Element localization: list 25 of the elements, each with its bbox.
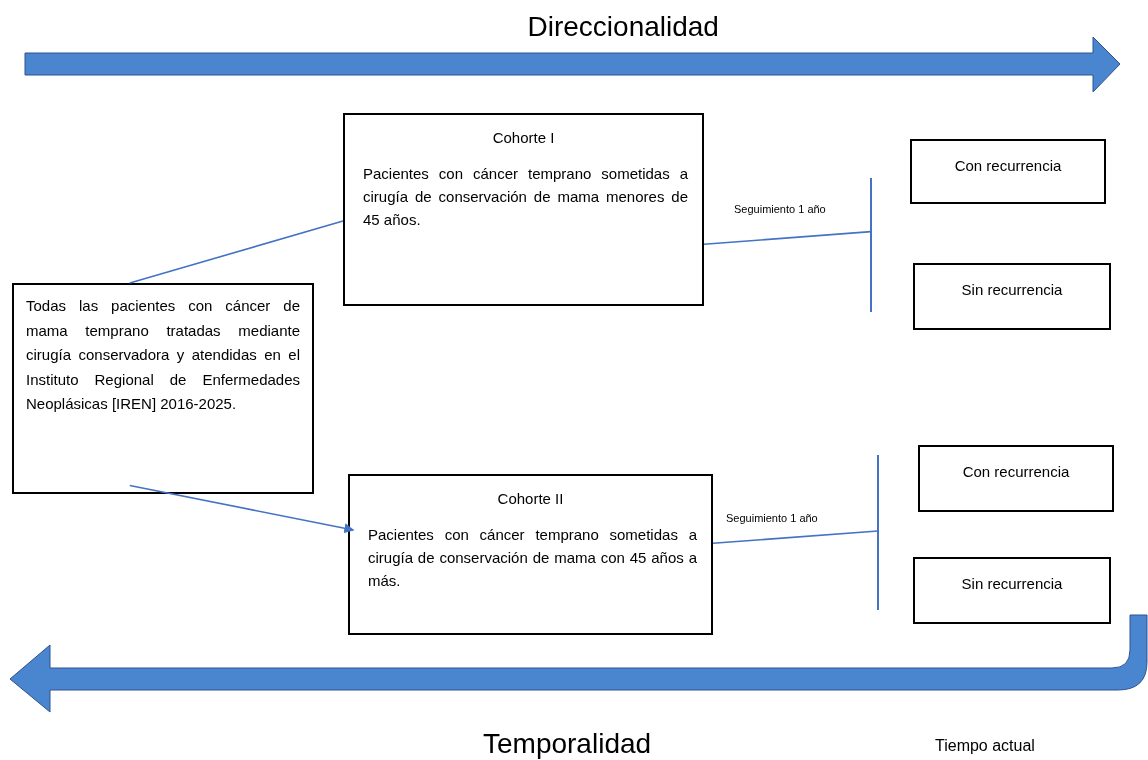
cohort-box (348, 474, 713, 635)
connector-line (712, 530, 879, 545)
cohort-description: Pacientes con cáncer temprano sometidas a cirugía de conservación de mama con 45 años a más. (368, 525, 697, 591)
cohort-title: Cohorte II (496, 490, 565, 507)
outcome-label: Con recurrencia (953, 157, 1063, 174)
connector-line (129, 220, 344, 284)
cohort-box (343, 113, 704, 306)
outcome-label: Sin recurrencia (960, 575, 1064, 592)
outcome-box (913, 557, 1111, 624)
axis-note: Tiempo actual (935, 737, 1035, 755)
cohort-description: Pacientes con cáncer temprano sometidas a cirugía de conservación de mama menores de 45 años. (363, 164, 688, 230)
connector-line (129, 484, 355, 534)
connector-line (703, 230, 872, 246)
axis-title: Temporalidad (483, 728, 652, 760)
edge-label: Seguimiento 1 año (725, 512, 819, 524)
axis-title: Direccionalidad (527, 11, 719, 43)
outcome-box (910, 139, 1106, 204)
edge-label: Seguimiento 1 año (733, 203, 827, 215)
population-box (12, 283, 314, 494)
outcome-label: Sin recurrencia (960, 281, 1064, 298)
population-description: Todas las pacientes con cáncer de mama temprano tratadas mediante cirugía conservadora y atendidas en el Instituto Regional de Enfermedades Neoplásicas [IREN] 2016-2025. (26, 296, 300, 414)
outcome-label: Con recurrencia (961, 463, 1071, 480)
outcome-box (913, 263, 1111, 330)
cohort-title: Cohorte I (491, 129, 556, 146)
outcome-box (918, 445, 1114, 512)
